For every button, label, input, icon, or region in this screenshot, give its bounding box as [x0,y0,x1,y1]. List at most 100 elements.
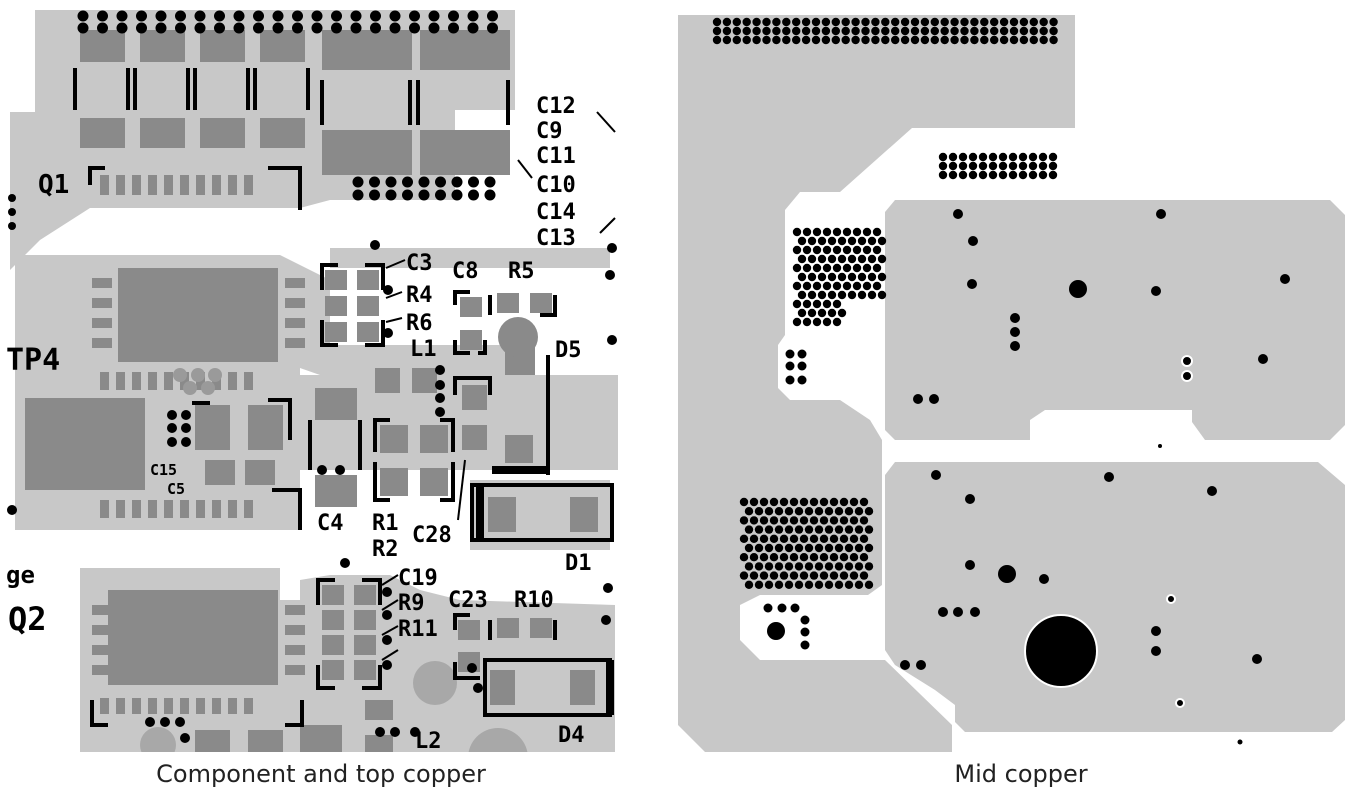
via [194,22,206,34]
via [827,254,837,264]
via [999,35,1009,45]
via [819,553,829,562]
via [451,189,463,201]
via [1151,286,1161,296]
via [864,507,874,516]
via [812,299,822,309]
via [817,236,827,246]
via [1280,274,1290,284]
via [744,507,754,516]
via [809,571,819,580]
via [1039,35,1048,45]
via [712,35,722,45]
via [744,525,754,534]
via [292,10,303,22]
via [978,170,988,180]
pad [132,175,141,195]
via [1019,26,1029,36]
via [872,227,882,237]
via [742,17,751,27]
via [960,35,969,45]
via [807,290,817,300]
via [877,272,887,282]
via [857,254,867,264]
via [839,497,849,507]
via [859,534,869,543]
via [821,17,831,27]
via [272,10,284,22]
pad [100,698,109,714]
via [774,543,784,553]
refdes-c5: C5 [167,480,185,498]
via [145,717,155,727]
via [799,534,809,543]
via [1019,17,1029,27]
via [990,35,999,45]
via [844,507,854,516]
via [847,236,857,246]
via [999,26,1009,36]
via [1049,35,1058,45]
via [953,209,963,219]
via [800,627,810,637]
via [799,553,809,562]
via [842,281,852,291]
via [814,580,824,589]
via [435,380,445,390]
via [448,10,459,22]
via [253,10,264,22]
via [1258,354,1268,364]
via [749,497,759,507]
via [1181,355,1193,367]
via [732,26,741,36]
via [920,17,930,27]
via [1049,17,1058,27]
via [1009,26,1019,36]
via [410,727,420,737]
via [759,497,769,507]
via [900,17,910,27]
via [175,10,186,22]
via [802,227,812,237]
via [801,17,811,27]
via [1010,341,1020,351]
via [8,208,16,216]
via [774,507,784,516]
via [233,10,245,22]
via [191,368,205,382]
via [759,571,769,580]
via [167,410,177,420]
via [789,534,799,543]
via [812,263,822,273]
via [1038,161,1048,171]
refdes-r9: R9 [398,591,425,616]
via [435,176,446,188]
via [998,170,1008,180]
via [804,507,814,516]
via [605,270,615,280]
via [607,243,617,253]
via [980,26,989,36]
via [913,394,923,404]
via [311,22,323,34]
via [831,35,840,45]
via [1028,170,1038,180]
via [837,308,847,318]
via [900,35,910,45]
via [832,263,842,273]
via [136,22,147,34]
via [891,35,900,45]
refdes-c11: C11 [536,144,576,169]
via [814,507,824,516]
via [435,393,445,403]
via [970,607,980,617]
pad [164,698,173,714]
via [331,22,342,34]
via [1049,26,1058,36]
via [759,553,769,562]
via [844,562,854,571]
via [852,281,862,291]
via [732,35,741,45]
via [988,161,998,171]
via [712,17,722,27]
